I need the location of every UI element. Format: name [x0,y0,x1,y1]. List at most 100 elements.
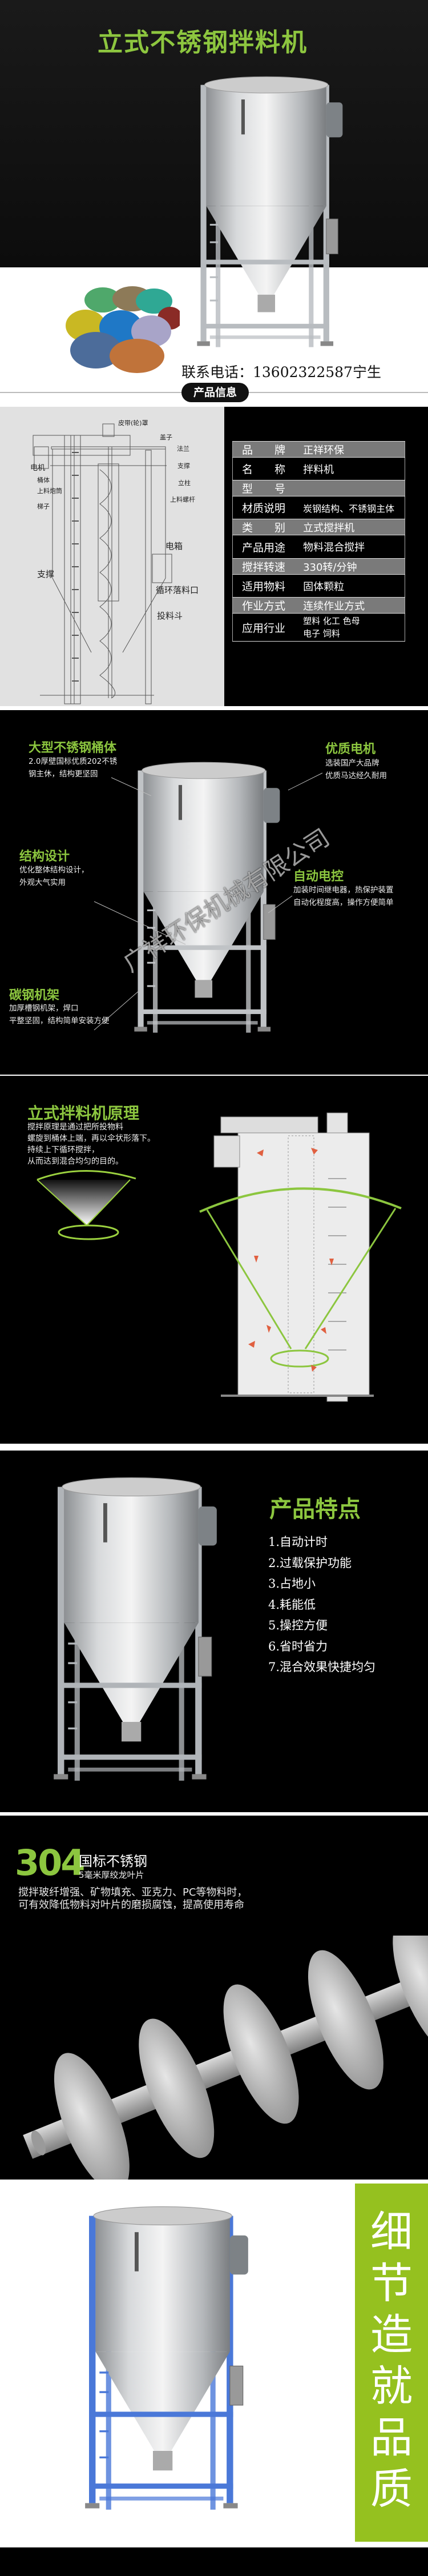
spec-value: 物料混合搅拌 [290,535,405,559]
spec-row: 产品用途物料混合搅拌 [232,535,405,559]
spec-section: 皮带(轮)罩 盖子 法兰 电机 支撑 桶体 立柱 上料炮筒 上料螺杆 梯子 电箱… [0,407,428,706]
feature-title: 自动电控 [293,870,344,884]
spec-label: 适用物料 [232,574,291,598]
diagram-label: 支撑 [37,569,55,579]
spec-value: 正祥环保 [290,441,405,458]
feature-desc-line: 优化整体结构设计， [19,866,89,875]
contact-phone: 联系电话：13602322587宁生 [181,364,381,380]
spec-value [290,480,405,496]
spec-label: 搅拌转速 [232,558,291,575]
feature-desc-line: 加装时间继电器，热保护装置 [293,886,394,895]
spec-value: 固体颗粒 [290,574,405,598]
diagram-label: 桶体 [37,476,50,484]
diagram-label: 盖子 [160,434,172,441]
principle-diagram [199,1112,402,1402]
spec-row: 名 称拌料机 [232,457,405,480]
diagram-label: 电箱 [165,541,183,551]
feature-desc: 加厚槽钢机架，焊口平整坚固，结构简单安装方便 [9,1002,110,1027]
feature-desc-line: 2.0厚壁国标优质202不锈 [29,757,118,766]
diagram-label: 皮带(轮)罩 [118,419,148,427]
diagram-drawing [33,423,172,704]
product-features-title: 产品特点 [269,1496,361,1523]
plastic-granules-image [66,286,180,373]
diagram-label: 法兰 [177,445,189,452]
principle-line: 螺旋到桶体上端，再以伞状形落下。 [27,1134,155,1143]
spec-label: 类 别 [232,519,291,535]
spec-label: 产品用途 [232,535,291,559]
feature-desc-line: 外观大气实用 [19,878,66,887]
feature-list-item: 4.耗能低 [268,1597,316,1612]
spec-value: 立式搅拌机 [290,519,405,535]
feature-list-item: 2.过载保护功能 [268,1556,352,1570]
spec-value: 电子 饲料 [303,628,340,639]
spec-label: 作业方式 [232,597,291,614]
blade-desc-line: 可有效降低物料对叶片的磨损腐蚀，提高使用寿命 [18,1899,244,1911]
spec-row: 型 号 [232,480,405,496]
spec-row: 作业方式连续作业方式 [232,597,405,614]
feature-desc: 选装国产大品牌优质马达经久耐用 [325,757,387,782]
diagram-label: 梯子 [37,503,50,510]
mixer-machine-image [49,1465,231,1796]
blade-number: 304 [15,1842,85,1884]
feature-desc: 加装时间继电器，热保护装置自动化程度高，操作方便简单 [293,884,394,909]
feature-desc: 优化整体结构设计， 外观大气实用 [19,864,89,889]
diagram-label: 电机 [30,464,46,472]
feature-title: 优质电机 [325,742,376,756]
slogan-char: 就 [370,2362,413,2411]
feature-list-item: 1.自动计时 [268,1535,328,1549]
feature-desc-line: 平整坚固，结构简单安装方便 [9,1016,110,1025]
principle-line: 持续上下循环搅拌， [27,1145,99,1155]
spec-value: 连续作业方式 [290,597,405,614]
slogan-char: 品 [370,2413,413,2462]
feature-title: 大型不锈钢桶体 [29,741,117,755]
feature-list-item: 3.占地小 [268,1577,316,1591]
feature-desc-line: 选装国产大品牌 [325,759,379,768]
spec-label: 名 称 [232,457,291,480]
structure-diagram: 皮带(轮)罩 盖子 法兰 电机 支撑 桶体 立柱 上料炮筒 上料螺杆 梯子 电箱… [0,407,224,706]
footer-band [0,2547,428,2576]
slogan-char: 造 [370,2310,413,2359]
spec-row: 品 牌正祥环保 [232,441,405,458]
feature-list-item: 5.操控方便 [268,1618,328,1632]
section-badge-product-info: 产品信息 [181,383,249,402]
blue-frame-mixer-image [80,2191,263,2528]
spec-row: 应用行业 塑料 化工 色母电子 饲料 [232,613,405,642]
spec-value: 炭钢结构、不锈钢主体 [290,496,405,519]
diagram-label: 循环落料口 [156,585,199,595]
feature-desc-line: 自动化程度高，操作方便简单 [293,898,394,907]
diagram-label: 投料斗 [157,611,183,621]
diagram-label: 上料炮筒 [37,487,62,495]
hero-title: 立式不锈钢拌料机 [98,28,308,57]
product-features-list: 1.自动计时 2.过载保护功能 3.占地小 4.耗能低 5.操控方便 6.省时省… [268,1532,375,1678]
slogan-char: 细 [370,2208,413,2257]
diagram-label: 上料螺杆 [170,496,195,503]
auger-blade-image [23,1936,428,2180]
hero-section: 立式不锈钢拌料机 联系电话：13602322587宁生 产品信息 [0,0,428,407]
umbrella-flow-icon [37,1170,136,1240]
spec-label: 材质说明 [232,496,291,519]
spec-value: 塑料 化工 色母 [303,616,360,626]
diagram-label: 立柱 [178,479,191,487]
feature-desc-line: 优质马达经久耐用 [325,771,387,780]
spec-row: 适用物料固体颗粒 [232,574,405,598]
feature-list-item: 7.混合效果快捷均匀 [268,1660,376,1674]
principle-title: 立式拌料机原理 [27,1104,140,1123]
slogan-char: 质 [370,2465,413,2514]
principle-desc: 搅拌原理是通过把所投物料 螺旋到桶体上端，再以伞状形落下。 持续上下循环搅拌， … [27,1121,155,1167]
blade-subtitle: 5毫米厚绞龙叶片 [79,1870,144,1880]
feature-desc-line: 加厚槽钢机架，焊口 [9,1004,79,1013]
feature-desc: 2.0厚壁国标优质202不锈钢主休，结构更坚固 [29,755,117,780]
blade-section: 304 国标不锈钢 5毫米厚绞龙叶片 搅拌玻纤增强、矿物填充、亚克力、PC等物料… [0,1812,428,2180]
spec-row: 类 别立式搅拌机 [232,519,405,535]
feature-list-item: 6.省时省力 [268,1639,328,1653]
spec-row: 材质说明炭钢结构、不锈钢主体 [232,496,405,519]
feature-title: 碳钢机架 [9,988,60,1003]
spec-label: 应用行业 [232,613,291,642]
blade-desc-line: 搅拌玻纤增强、矿物填充、亚克力、PC等物料时， [18,1886,248,1898]
spec-label: 品 牌 [232,441,291,458]
diagram-label: 支撑 [177,462,190,470]
spec-label: 型 号 [232,480,291,496]
detail-slogan-bar: 细 节 造 就 品 质 [355,2184,428,2542]
slogan-char: 节 [370,2259,413,2308]
principle-section: 立式拌料机原理 搅拌原理是通过把所投物料 螺旋到桶体上端，再以伞状形落下。 持续… [0,1076,428,1444]
